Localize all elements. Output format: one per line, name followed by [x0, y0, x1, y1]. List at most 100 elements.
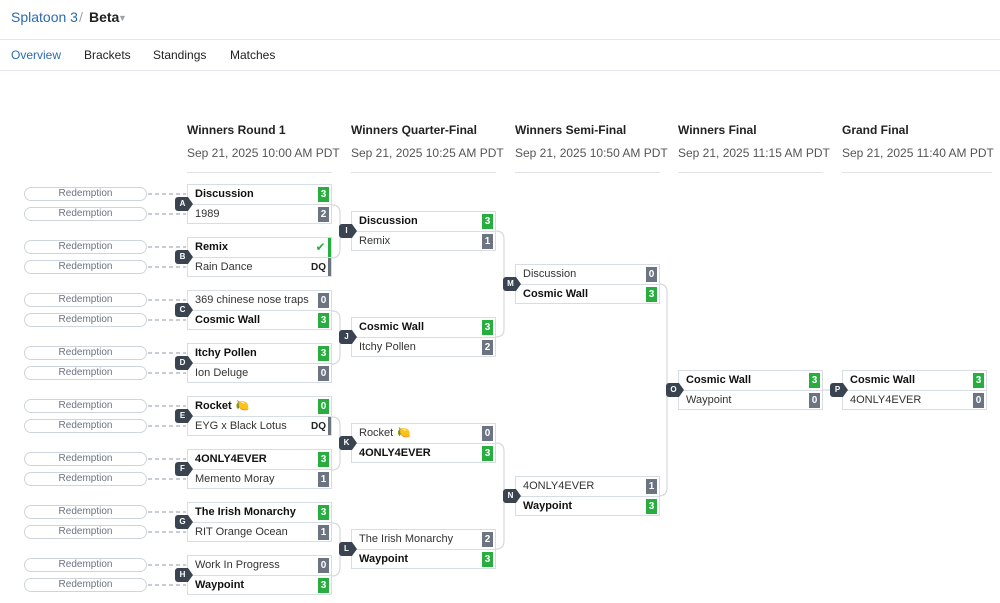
redemption-pill[interactable]: Redemption — [24, 240, 147, 254]
team-name: Discussion — [359, 215, 418, 227]
team-score: 1 — [318, 525, 329, 540]
redemption-pill[interactable]: Redemption — [24, 313, 147, 327]
redemption-pill[interactable]: Redemption — [24, 366, 147, 380]
redemption-pill[interactable]: Redemption — [24, 419, 147, 433]
redemption-pill[interactable]: Redemption — [24, 207, 147, 221]
redemption-pill[interactable]: Redemption — [24, 260, 147, 274]
team-name: 4ONLY4EVER — [359, 447, 431, 459]
redemption-pill[interactable]: Redemption — [24, 346, 147, 360]
redemption-pill[interactable]: Redemption — [24, 293, 147, 307]
breadcrumb-stage[interactable]: Beta — [89, 9, 120, 25]
redemption-pill[interactable]: Redemption — [24, 505, 147, 519]
team-name: Cosmic Wall — [523, 288, 588, 300]
tab-matches[interactable]: Matches — [230, 48, 276, 62]
redemption-pill[interactable]: Redemption — [24, 452, 147, 466]
redemption-pill[interactable]: Redemption — [24, 525, 147, 539]
dq-indicator — [328, 258, 331, 276]
team-score: 3 — [646, 287, 657, 302]
team-name: The Irish Monarchy — [359, 533, 454, 545]
round-header-winners-final: Winners Final Sep 21, 2025 11:15 AM PDT — [678, 123, 830, 173]
tab-overview[interactable]: Overview — [11, 48, 62, 62]
dq-indicator — [328, 417, 331, 435]
team-score: 0 — [318, 558, 329, 573]
match-team-row[interactable]: Rocket🍋0 — [351, 423, 496, 443]
team-name: EYG x Black Lotus — [195, 420, 287, 432]
match-team-row[interactable]: Remix✔ — [187, 237, 332, 257]
team-name: Cosmic Wall — [195, 314, 260, 326]
match-id-badge: K — [339, 436, 357, 450]
redemption-pill[interactable]: Redemption — [24, 578, 147, 592]
match-id-badge: D — [175, 356, 193, 370]
round-name: Winners Semi-Final — [515, 123, 627, 137]
breadcrumb-game[interactable]: Splatoon 3 — [11, 9, 78, 25]
team-score: 3 — [973, 373, 984, 388]
match-id-badge: P — [830, 383, 848, 397]
chevron-down-icon[interactable]: ▼ — [118, 13, 127, 23]
match-team-row[interactable]: Rocket🍋0 — [187, 396, 332, 416]
match-team-row[interactable]: Cosmic Wall 3 — [515, 284, 660, 304]
team-score: 0 — [482, 426, 493, 441]
match-id-badge: I — [339, 224, 357, 238]
redemption-pill[interactable]: Redemption — [24, 472, 147, 486]
redemption-pill[interactable]: Redemption — [24, 187, 147, 201]
top-bar: Splatoon 3 / Beta ▼ — [0, 0, 1000, 40]
tab-standings[interactable]: Standings — [153, 48, 207, 62]
team-name: Itchy Pollen — [195, 347, 257, 359]
redemption-pill[interactable]: Redemption — [24, 399, 147, 413]
redemption-pill[interactable]: Redemption — [24, 558, 147, 572]
tab-brackets[interactable]: Brackets — [84, 48, 131, 62]
team-score: 2 — [318, 207, 329, 222]
team-name: Waypoint — [195, 579, 245, 591]
match-id-badge: A — [175, 197, 193, 211]
team-name: Rocket — [195, 400, 232, 412]
team-score: 3 — [646, 499, 657, 514]
team-name: Itchy Pollen — [359, 341, 416, 353]
match-id-badge: E — [175, 409, 193, 423]
match-id-badge: L — [339, 542, 357, 556]
